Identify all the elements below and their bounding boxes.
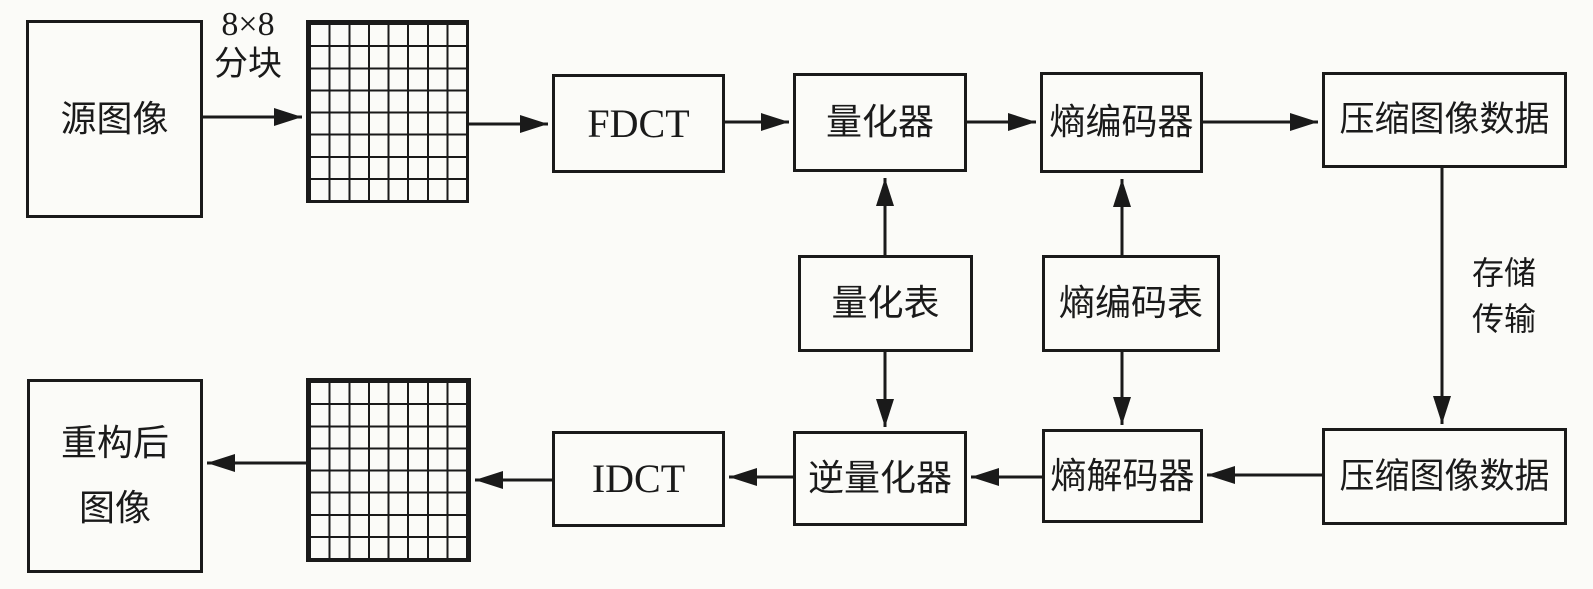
node-label: 量化器 <box>825 102 934 142</box>
node-label: 源图像 <box>60 98 169 139</box>
node-label: 压缩图像数据 <box>1339 456 1550 496</box>
node-entropy-encoder: 熵编码器 <box>1040 72 1203 173</box>
block-grid-top-icon <box>306 20 469 203</box>
node-label: 压缩图像数据 <box>1339 100 1550 140</box>
node-inverse-quantizer: 逆量化器 <box>793 431 967 526</box>
node-entropy-decoder: 熵解码器 <box>1042 429 1203 523</box>
block-grid-bottom-icon <box>306 378 471 562</box>
node-quantizer: 量化器 <box>793 73 967 172</box>
edge-label-storage-transmission: 存储 传输 <box>1471 255 1536 337</box>
node-idct: IDCT <box>552 431 725 527</box>
node-label: 逆量化器 <box>807 458 952 498</box>
node-reconstructed-image: 重构后 图像 <box>27 379 203 573</box>
node-label: IDCT <box>591 456 686 501</box>
node-source-image: 源图像 <box>26 20 203 218</box>
node-entropy-coding-table: 熵编码表 <box>1042 255 1220 352</box>
node-compressed-image-data-top: 压缩图像数据 <box>1322 72 1567 168</box>
node-quantization-table: 量化表 <box>798 255 973 352</box>
node-label: FDCT <box>587 100 690 146</box>
node-label-line2: 图像 <box>78 488 151 528</box>
node-label: 熵编码器 <box>1049 102 1194 142</box>
node-label: 熵编码表 <box>1058 283 1203 323</box>
node-label: 量化表 <box>831 283 940 323</box>
edge-label-block-split: 8×8 分块 <box>214 6 282 83</box>
node-label-line1: 重构后 <box>60 423 169 464</box>
node-fdct: FDCT <box>552 74 725 173</box>
node-compressed-image-data-bottom: 压缩图像数据 <box>1322 428 1567 525</box>
node-label: 熵解码器 <box>1050 455 1195 496</box>
